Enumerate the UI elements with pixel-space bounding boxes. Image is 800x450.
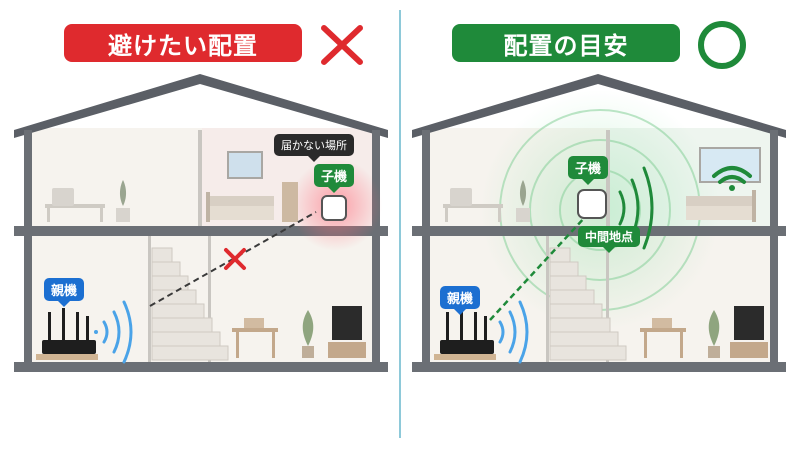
midpoint-note: 中間地点 bbox=[578, 226, 641, 253]
wifi-icon bbox=[712, 166, 752, 184]
left-router-label: 親機 bbox=[44, 278, 85, 307]
left-extender-label: 子機 bbox=[314, 164, 355, 193]
right-router-label: 親機 bbox=[440, 286, 481, 315]
cross-mark-icon bbox=[321, 25, 363, 65]
bad-placement-title: 避けたい配置 bbox=[64, 24, 302, 62]
right-house bbox=[412, 74, 786, 372]
panel-divider bbox=[399, 10, 401, 438]
left-house bbox=[14, 74, 388, 372]
circle-mark-icon bbox=[698, 21, 746, 69]
unreachable-note: 届かない場所 bbox=[274, 134, 354, 162]
right-extender-label: 子機 bbox=[568, 156, 609, 185]
good-placement-title: 配置の目安 bbox=[452, 24, 680, 62]
